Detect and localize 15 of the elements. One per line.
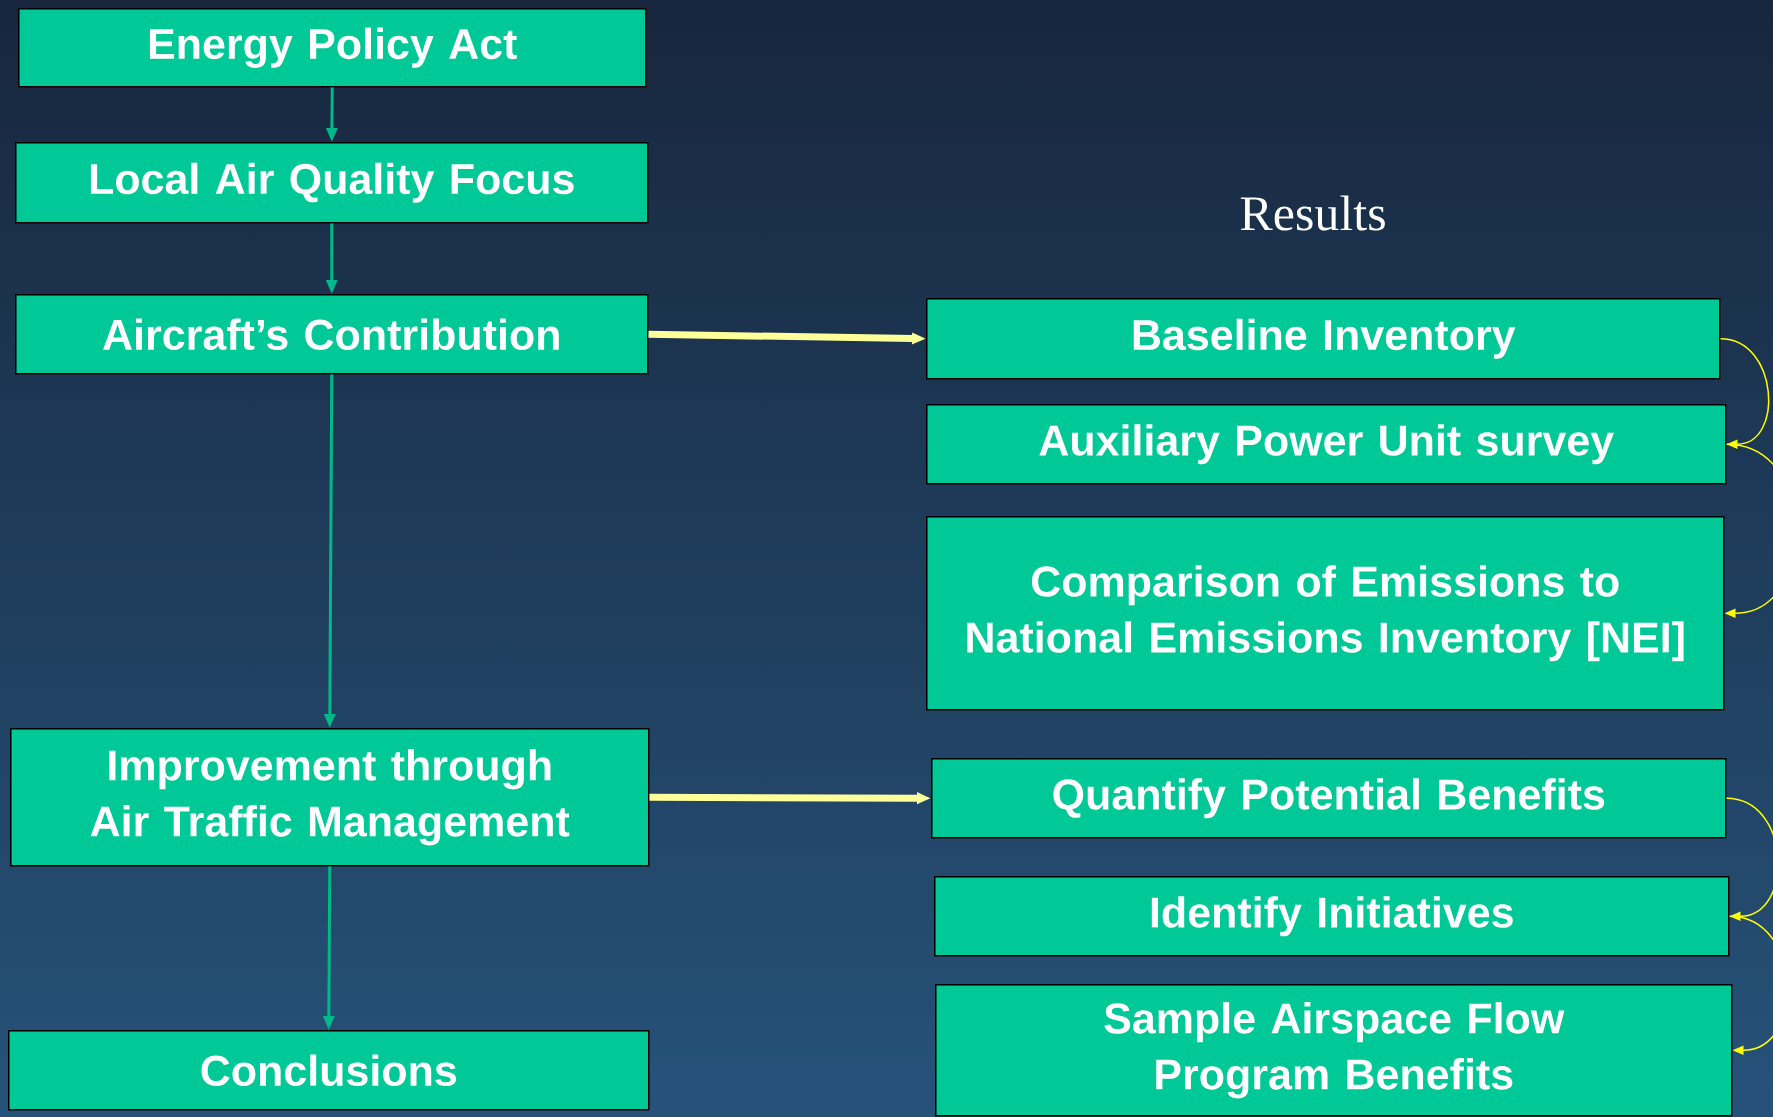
process-box: Conclusions (8, 1030, 650, 1111)
process-box: Energy Policy Act (18, 8, 647, 88)
process-box: Auxiliary Power Unit survey (926, 404, 1727, 485)
process-box: Local Air Quality Focus (15, 142, 649, 224)
arrow (1728, 915, 1773, 1055)
heading: Results (1240, 195, 1385, 231)
arrow (1725, 797, 1773, 921)
process-box: Improvement through Air Traffic Management (10, 728, 650, 867)
process-box: Baseline Inventory (926, 298, 1721, 380)
process-box: Identify Initiatives (934, 876, 1730, 957)
process-box: Quantify Potential Benefits (931, 758, 1727, 839)
process-box: Aircraft’s Contribution (15, 294, 649, 375)
process-box: Comparison of Emissions to National Emissions Inventory [NEI] (926, 516, 1725, 711)
arrow (1719, 338, 1770, 449)
process-box: Sample Airspace Flow Program Benefits (935, 984, 1733, 1117)
